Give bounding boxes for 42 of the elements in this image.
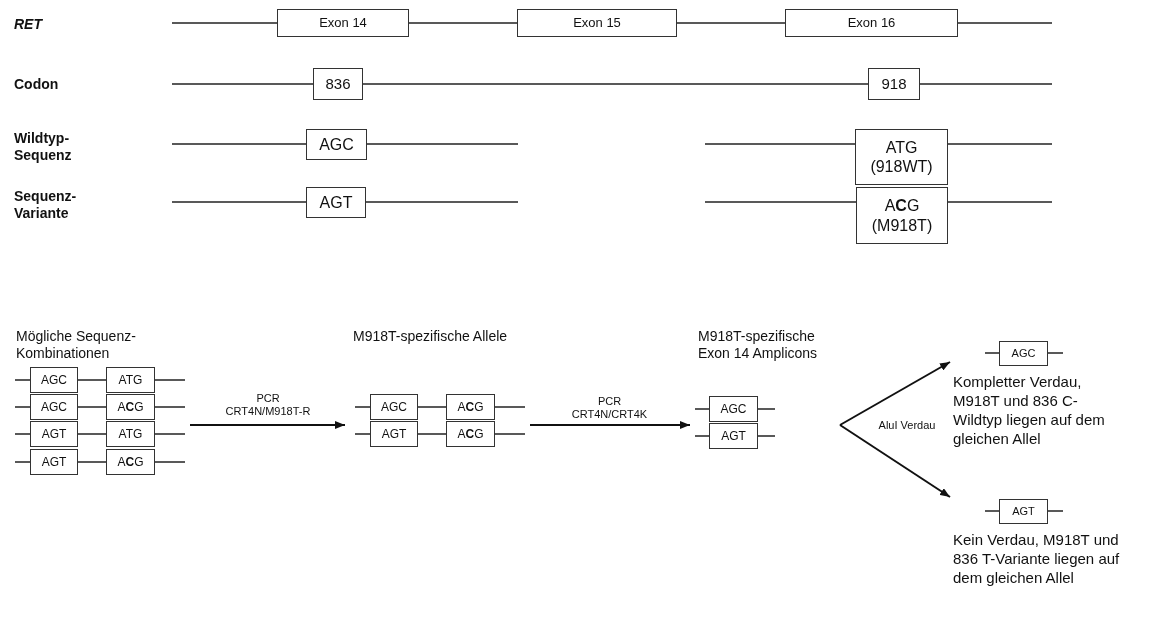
row-label: Codon [14, 76, 60, 93]
arrow [839, 361, 951, 426]
sequence-box: AGC [306, 129, 367, 160]
sequence-box [856, 187, 948, 244]
result-description: Kompletter Verdau, M918T und 836 C-Wildtyp liegen auf dem gleichen Allel [953, 372, 1106, 448]
sequence-box: AGC [370, 394, 418, 420]
sequence-box: ACG [106, 449, 155, 475]
sequence-box [855, 129, 948, 185]
exon-box: Exon 14 [277, 9, 409, 37]
sequence-box: AGC [30, 394, 78, 420]
row-label: Wildtyp-Sequenz [14, 130, 73, 164]
sequence-box: ATG [106, 367, 155, 393]
sequence-box: ACG [446, 421, 495, 447]
sequence-label: (918WT) [870, 157, 933, 177]
sequence-box: AGT [306, 187, 366, 218]
row-label: Sequenz-Variante [14, 188, 78, 222]
sequence-box: AGT [999, 499, 1048, 524]
sequence-box: ATG [106, 421, 155, 447]
sequence-box: AGT [709, 423, 758, 449]
sequence-box: AGT [30, 449, 78, 475]
sequence-box: AGC [999, 341, 1048, 366]
stage-heading: M918T-spezifische Exon 14 Amplicons [698, 328, 819, 362]
row-label: RET [14, 16, 44, 33]
stage-heading: Mögliche Sequenz-Kombinationen [16, 328, 137, 362]
sequence-box: AGC [709, 396, 758, 422]
codon-box: 918 [868, 68, 920, 100]
sequence-box: ACG [446, 394, 495, 420]
arrow [189, 421, 346, 429]
arrow [529, 421, 691, 429]
sequence-label: ATG [885, 137, 918, 157]
exon-box: Exon 16 [785, 9, 958, 37]
sequence-box: AGT [30, 421, 78, 447]
sequence-box: AGC [30, 367, 78, 393]
sequence-label: (M918T) [871, 215, 933, 235]
exon-box: Exon 15 [517, 9, 677, 37]
sequence-label: ACG [884, 196, 920, 216]
result-description: Kein Verdau, M918T und 836 T-Variante liegen auf dem gleichen Allel [953, 530, 1121, 587]
stage-heading: M918T-spezifische Allele [353, 328, 509, 345]
codon-box: 836 [313, 68, 363, 100]
arrow [839, 424, 951, 498]
sequence-box: AGT [370, 421, 418, 447]
sequence-box: ACG [106, 394, 155, 420]
